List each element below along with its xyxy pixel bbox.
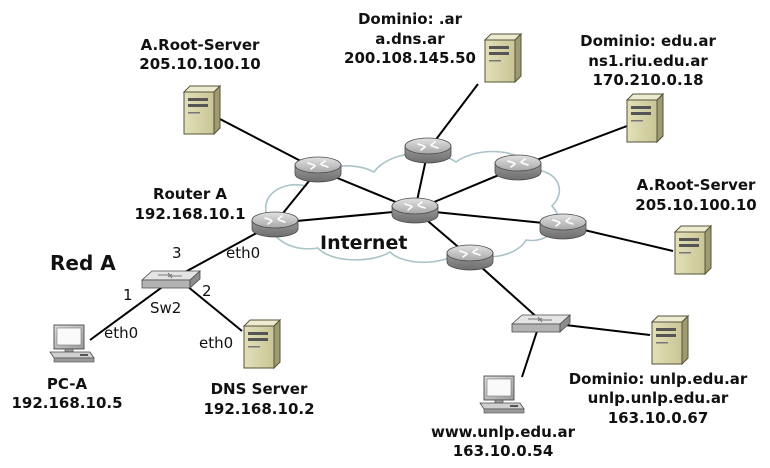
ar-host: a.dns.ar [375, 30, 445, 48]
unlp-ip: 163.10.0.67 [608, 409, 709, 427]
root-top-name: A.Root-Server [141, 36, 260, 54]
server-icon [626, 93, 664, 143]
root-right-name: A.Root-Server [637, 176, 756, 194]
router-icon [539, 213, 587, 240]
router-icon [404, 137, 452, 164]
edu-ar-name: Dominio: edu.ar [580, 32, 716, 50]
router-icon [294, 156, 342, 183]
edu-ar-ip: 170.210.0.18 [592, 71, 703, 89]
router-icon [446, 244, 494, 271]
router-icon [391, 197, 439, 224]
ar-ip: 200.108.145.50 [344, 49, 476, 67]
switch-sw2-icon [141, 270, 201, 289]
pc-icon [479, 375, 525, 414]
unlp-host: unlp.unlp.edu.ar [588, 389, 729, 407]
pc-a-iface: eth0 [104, 324, 138, 342]
dns-server-name: DNS Server [211, 380, 308, 398]
pc-a-ip: 192.168.10.5 [11, 394, 122, 412]
router-a-iface: eth0 [226, 244, 260, 262]
internet-label: Internet [320, 232, 407, 254]
switch-port-1: 1 [123, 286, 133, 304]
ar-name: Dominio: .ar [358, 10, 463, 28]
switch-port-2: 2 [202, 282, 212, 300]
net-label: Red A [50, 251, 116, 275]
unlp-name: Dominio: unlp.edu.ar [569, 370, 748, 388]
edu-ar-host: ns1.riu.edu.ar [588, 52, 708, 70]
pc-icon [49, 324, 95, 363]
root-right-ip: 205.10.100.10 [635, 196, 756, 214]
server-icon [243, 319, 281, 369]
router-icon [494, 154, 542, 181]
web-name: www.unlp.edu.ar [431, 423, 576, 441]
dns-server-ip: 192.168.10.2 [203, 400, 314, 418]
switch-icon [511, 314, 571, 333]
server-icon [674, 225, 712, 275]
server-icon [484, 33, 522, 83]
web-ip: 163.10.0.54 [453, 442, 554, 460]
dns-server-iface: eth0 [199, 334, 233, 352]
router-a-name: Router A [153, 185, 227, 203]
root-top-ip: 205.10.100.10 [139, 55, 260, 73]
switch-port-3: 3 [172, 244, 182, 262]
link-core-to-router-right [414, 209, 564, 226]
pc-a-name: PC-A [47, 375, 88, 393]
server-icon [651, 315, 689, 365]
router-a-ip: 192.168.10.1 [134, 205, 245, 223]
switch-name: Sw2 [150, 299, 181, 317]
router-a-icon [251, 211, 299, 238]
server-icon [183, 85, 221, 135]
